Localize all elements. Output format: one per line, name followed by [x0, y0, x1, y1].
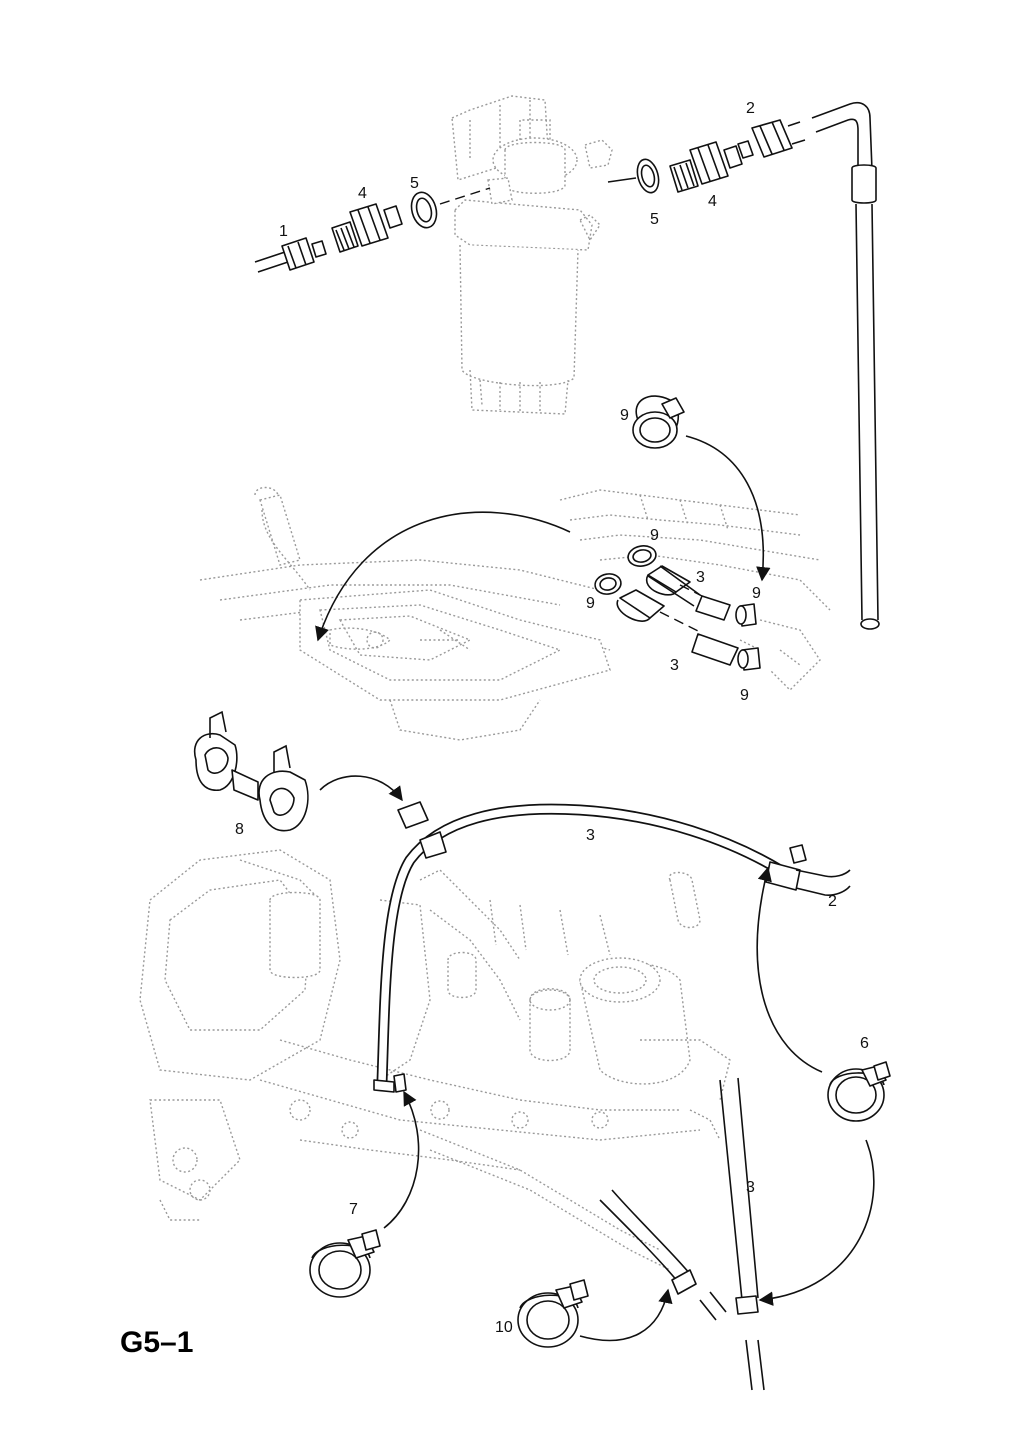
callout-8: 8 — [235, 821, 244, 838]
hose-clip-8 — [193, 710, 309, 832]
callout-2-lower: 2 — [828, 893, 837, 910]
callout-1: 1 — [279, 223, 288, 240]
fuel-hose-3-lower — [616, 589, 739, 666]
adapter-fitting-4-right — [669, 141, 743, 193]
sealing-washer-5-right — [636, 158, 660, 194]
callout-3-mid-upper: 3 — [696, 569, 705, 586]
assembly-arrows — [315, 435, 875, 1342]
callout-9-mid-upper: 9 — [650, 527, 659, 544]
union-nut-2 — [737, 119, 806, 159]
callout-10: 10 — [495, 1319, 513, 1336]
callout-9-mid-right: 9 — [752, 585, 761, 602]
fuel-hose-3-main — [376, 803, 786, 1088]
callout-3-main: 3 — [586, 827, 595, 844]
callout-4-right: 4 — [708, 193, 717, 210]
fuel-filter-housing — [451, 95, 613, 415]
callout-5-right: 5 — [650, 211, 659, 228]
sealing-washer-5-left — [410, 191, 438, 229]
centerline-right — [607, 177, 637, 183]
union-nut-1 — [254, 237, 327, 273]
engine-top-outline — [199, 486, 831, 741]
callout-5-left: 5 — [410, 175, 419, 192]
callout-2-top: 2 — [746, 100, 755, 117]
hose-clamp-7 — [309, 1229, 381, 1298]
callout-9-mid-left: 9 — [586, 595, 595, 612]
hose-clamp-on-hose-left — [373, 1073, 407, 1093]
adapter-fitting-4-left — [331, 203, 403, 253]
callout-6: 6 — [860, 1035, 869, 1052]
hose-clamp-6 — [827, 1061, 891, 1122]
callout-3-vertical: 3 — [746, 1179, 755, 1196]
callout-4-left: 4 — [358, 185, 367, 202]
hose-clamp-9-set — [594, 545, 761, 671]
fuel-pipe-2 — [811, 102, 880, 630]
fuel-hose-3-vertical — [719, 1077, 765, 1391]
fuel-pipe-2-lower — [765, 844, 851, 896]
centerline-left — [439, 187, 491, 205]
fuel-hose-3-upper — [645, 565, 731, 621]
callout-3-mid-lower: 3 — [670, 657, 679, 674]
hose-clip-8-on-hose — [397, 801, 447, 859]
engine-lower-outline — [139, 849, 731, 1271]
callout-9-top: 9 — [620, 407, 629, 424]
fuel-hose-lower-diagonal — [599, 1189, 727, 1321]
figure-title: G5–1 — [120, 1326, 193, 1359]
callout-7: 7 — [349, 1201, 358, 1218]
hose-clamp-10 — [517, 1279, 589, 1348]
callout-9-bottom: 9 — [740, 687, 749, 704]
hose-clamp-9-top — [632, 395, 685, 449]
callout-labels: 1 4 5 2 4 5 9 9 9 9 9 3 3 8 3 2 6 3 7 10 — [235, 100, 869, 1336]
